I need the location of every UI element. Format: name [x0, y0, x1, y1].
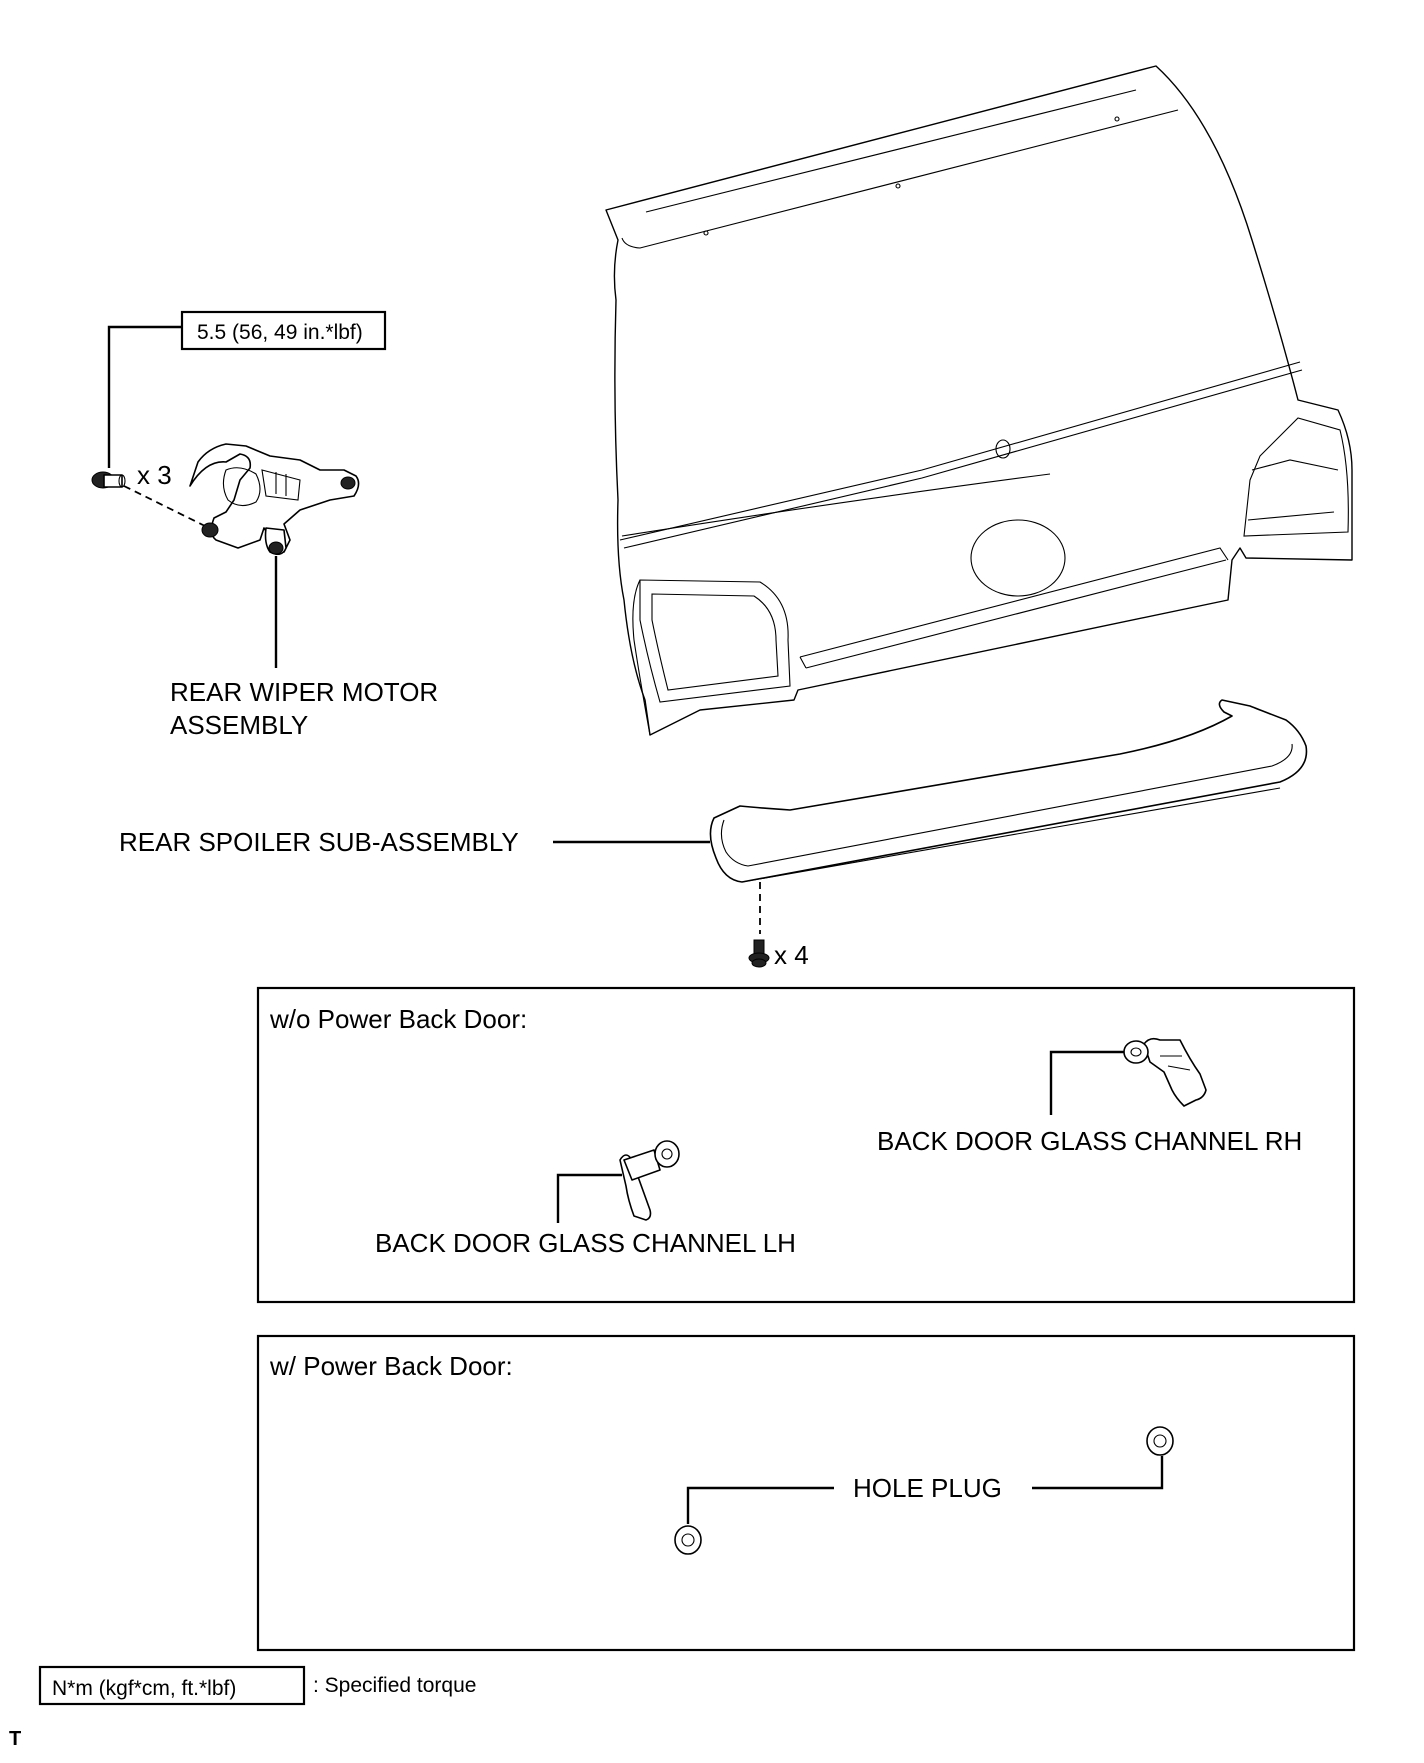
torque-legend: N*m (kgf*cm, ft.*lbf) : Specified torque — [38, 1665, 476, 1706]
corner-mark: T — [9, 1728, 21, 1750]
channel-rh-label: BACK DOOR GLASS CHANNEL RH — [877, 1126, 1302, 1156]
rear-spoiler-illustration — [709, 699, 1308, 883]
wiper-label-line2: ASSEMBLY — [170, 710, 308, 740]
hole-plug-right-leader — [1032, 1456, 1164, 1490]
with-power-door-title: w/ Power Back Door: — [269, 1351, 513, 1381]
channel-lh-leader — [556, 1173, 622, 1223]
without-power-door-title: w/o Power Back Door: — [269, 1004, 527, 1034]
torque-leader-line — [107, 325, 182, 468]
glass-channel-rh-illustration — [1123, 1037, 1207, 1107]
back-door-illustration — [605, 65, 1353, 736]
wiper-bolt-icon — [91, 471, 126, 489]
spoiler-screw-icon — [748, 939, 770, 968]
without-power-door-panel: w/o Power Back Door: BACK DOOR GLASS CHA… — [256, 986, 1356, 1304]
hole-plug-left-leader — [686, 1486, 834, 1524]
channel-rh-leader — [1049, 1050, 1124, 1115]
wiper-motor-illustration — [189, 443, 360, 556]
wiper-torque-value: 5.5 (56, 49 in.*lbf) — [197, 321, 363, 344]
legend-unit: N*m (kgf*cm, ft.*lbf) — [52, 1677, 236, 1700]
hole-plug-left-icon — [674, 1525, 702, 1555]
with-power-door-panel: w/ Power Back Door: HOLE PLUG — [256, 1334, 1356, 1652]
hole-plug-right-icon — [1146, 1426, 1174, 1456]
spoiler-label: REAR SPOILER SUB-ASSEMBLY — [119, 827, 519, 857]
channel-lh-label: BACK DOOR GLASS CHANNEL LH — [375, 1228, 796, 1258]
glass-channel-lh-illustration — [619, 1140, 680, 1221]
hole-plug-label: HOLE PLUG — [853, 1473, 1002, 1503]
legend-meaning: : Specified torque — [313, 1674, 476, 1697]
wiper-bolt-guide-line — [123, 485, 206, 527]
wiper-bolt-count: x 3 — [137, 460, 172, 490]
spoiler-screw-count: x 4 — [774, 940, 809, 970]
wiper-torque-box: 5.5 (56, 49 in.*lbf) — [180, 310, 387, 351]
wiper-label-line1: REAR WIPER MOTOR — [170, 677, 438, 707]
